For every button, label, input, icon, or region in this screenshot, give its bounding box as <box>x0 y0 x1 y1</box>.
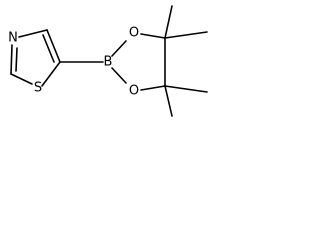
bond-o-bottom-c <box>140 85 166 91</box>
methyl-groups <box>164 5 208 117</box>
thiazole-ring <box>10 29 61 87</box>
atom-b-label: B <box>104 55 113 70</box>
bond-s-c5 <box>41 61 61 87</box>
methyl-top-right <box>164 31 208 39</box>
bond-c5-c4 <box>46 29 61 63</box>
bond-n-c2 <box>10 44 13 75</box>
bond-n-c2-double <box>15 47 18 72</box>
atom-s-label: S <box>34 81 42 96</box>
bond-c4-n <box>18 29 48 38</box>
bond-b-o-bottom <box>111 67 127 84</box>
bond-c2-s <box>10 73 33 85</box>
methyl-bottom-right <box>164 85 208 93</box>
atom-o-top-label: O <box>129 26 139 41</box>
methyl-top-up <box>164 5 173 39</box>
thiazole-pinacol-boronate-structure: N S B O O <box>8 5 208 117</box>
pinacol-boronate-ring <box>59 33 166 91</box>
bond-o-top-c <box>140 33 166 39</box>
bond-b-o-top <box>111 40 127 57</box>
methyl-bottom-down <box>164 85 173 117</box>
atom-labels: N S B O O <box>8 26 139 99</box>
bond-c5-c4-double <box>42 34 55 63</box>
atom-n-label: N <box>8 31 18 46</box>
atom-o-bottom-label: O <box>129 84 139 99</box>
